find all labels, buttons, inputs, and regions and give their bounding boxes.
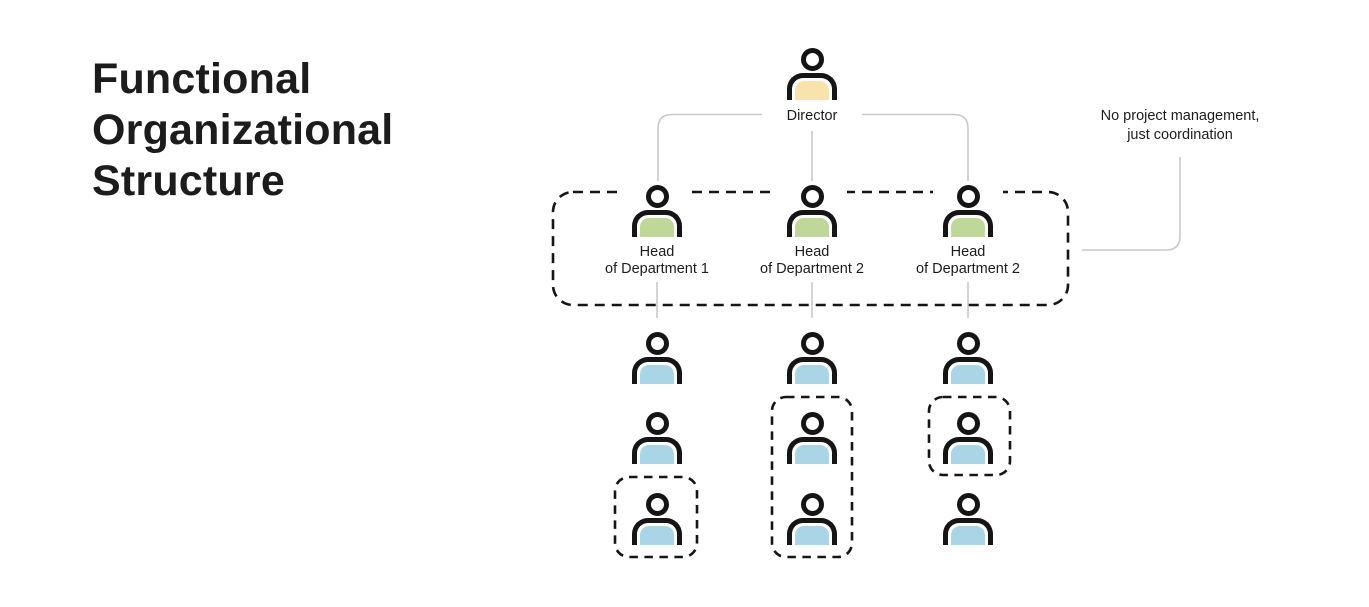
dept3-member-1-person-icon [933,332,1003,384]
dept-head-2-label-line-2: of Department 2 [760,261,864,277]
person-torso-icon [632,437,682,464]
dept-head-3-label-line-1: Head [950,244,986,260]
person-head-icon [645,185,669,208]
person-head-icon [800,412,824,435]
page-title-line-2: Organizational [92,106,394,154]
person-torso-icon [787,210,837,237]
dashed-box-dept2-members2-3 [770,395,854,559]
dept2-member-1-person-icon [777,332,847,384]
connector-annotation-to-departments-box [1082,157,1181,251]
dept1-member-2-person-icon [622,412,692,464]
person-head-icon [956,332,980,355]
person-torso-icon [943,437,993,464]
dashed-box-dept3-member2 [927,395,1012,477]
person-head-icon [956,412,980,435]
person-torso-icon [943,357,993,384]
connector-director-to-head-3 [849,113,969,181]
page-title: Functional Organizational Structure [92,54,393,207]
person-torso-icon [787,73,837,100]
person-head-icon [800,493,824,516]
annotation-line-2: just coordination [1127,126,1233,143]
person-head-icon [645,412,669,435]
dept3-member-2-person-icon [933,412,1003,464]
person-head-icon [956,185,980,208]
person-torso-icon [787,357,837,384]
dept-head-3-person-icon [933,185,1003,237]
dept3-member-3-person-icon [933,493,1003,545]
dept-head-2-label-line-1: Head [794,244,830,260]
person-torso-icon [632,518,682,545]
annotation-text: No project management, just coordination [1072,107,1288,144]
director-person-icon [777,48,847,100]
dept1-member-3-person-icon [622,493,692,545]
person-torso-icon [943,210,993,237]
dept2-member-2-person-icon [777,412,847,464]
dept1-member-1-person-icon [622,332,692,384]
dept-head-1-label-line-1: Head [639,244,675,260]
connector-director-to-head-1 [657,113,776,181]
person-torso-icon [943,518,993,545]
person-head-icon [800,185,824,208]
person-head-icon [800,332,824,355]
dept2-member-3-person-icon [777,493,847,545]
person-torso-icon [787,518,837,545]
person-head-icon [645,332,669,355]
person-torso-icon [632,357,682,384]
dept-head-3-label: Head of Department 2 [883,244,1053,278]
person-head-icon [800,48,824,71]
page-title-line-1: Functional [92,55,312,103]
dept-head-1-label-line-2: of Department 1 [605,261,709,277]
dept-head-1-label: Head of Department 1 [572,244,742,278]
dept-head-2-person-icon [777,185,847,237]
dept-head-3-label-line-2: of Department 2 [916,261,1020,277]
director-label: Director [762,108,862,125]
person-head-icon [645,493,669,516]
person-torso-icon [787,437,837,464]
person-torso-icon [632,210,682,237]
dept-head-2-label: Head of Department 2 [727,244,897,278]
person-head-icon [956,493,980,516]
dept-head-1-person-icon [622,185,692,237]
page-title-line-3: Structure [92,157,285,205]
annotation-line-1: No project management, [1100,108,1260,124]
